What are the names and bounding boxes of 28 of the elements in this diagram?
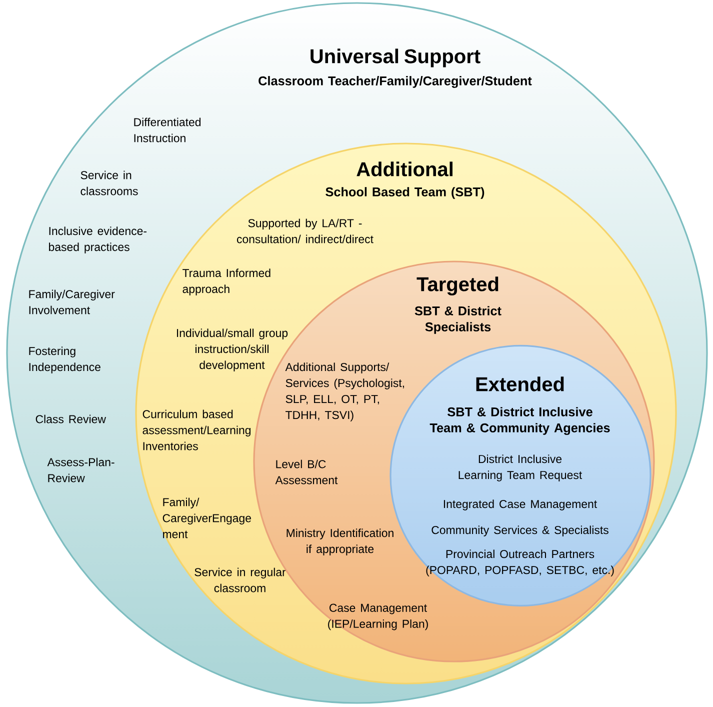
list-item: Fostering Independence xyxy=(29,346,100,374)
heading: Extended xyxy=(476,376,564,392)
subheading: SBT & District Inclusive Team & Community Agencies xyxy=(430,407,610,435)
subheading: Classroom Teacher/Family/Caregiver/Student xyxy=(258,76,532,88)
heading: Universal Support xyxy=(310,48,480,68)
list-item: Family/Caregiver Involvement xyxy=(29,290,115,314)
list-item: Provincial Outreach Partners (POPARD, POPFASD, SETBC, etc.) xyxy=(426,550,614,576)
list-item: Family/ CaregiverEngage ment xyxy=(162,498,251,538)
list-item: Case Management (IEP/Learning Plan) xyxy=(328,604,428,630)
list-item: Additional Supports/ Services (Psychologist, SLP, ELL, OT, PT, TDHH, TSVI) xyxy=(285,362,404,422)
list-item: Trauma Informed approach xyxy=(182,268,270,296)
heading: Additional xyxy=(356,162,452,176)
list-item: Community Services & Specialists xyxy=(432,526,608,536)
list-item: Ministry Identification if appropriate xyxy=(286,528,394,556)
list-item: Service in regular classroom xyxy=(194,568,286,592)
subheading: SBT & District Specialists xyxy=(414,306,502,334)
list-item: Differentiated Instruction xyxy=(134,118,200,142)
list-item: Class Review xyxy=(36,414,106,424)
list-item: Curriculum based assessment/Learning Inventories xyxy=(142,410,250,450)
list-item: Assess-Plan-Review xyxy=(47,458,114,482)
subheading: School Based Team (SBT) xyxy=(326,187,484,199)
list-item: Supported by LA/RT -consultation/ indirect/direct xyxy=(236,218,374,244)
list-item: District Inclusive Learning Team Request xyxy=(458,454,582,482)
heading: Targeted xyxy=(416,276,498,296)
list-item: Level B/C Assessment xyxy=(275,460,338,484)
list-item: Integrated Case Management xyxy=(444,500,597,510)
list-item: Service in classrooms xyxy=(80,170,138,196)
list-item: Inclusive evidence-based practices xyxy=(49,226,146,254)
